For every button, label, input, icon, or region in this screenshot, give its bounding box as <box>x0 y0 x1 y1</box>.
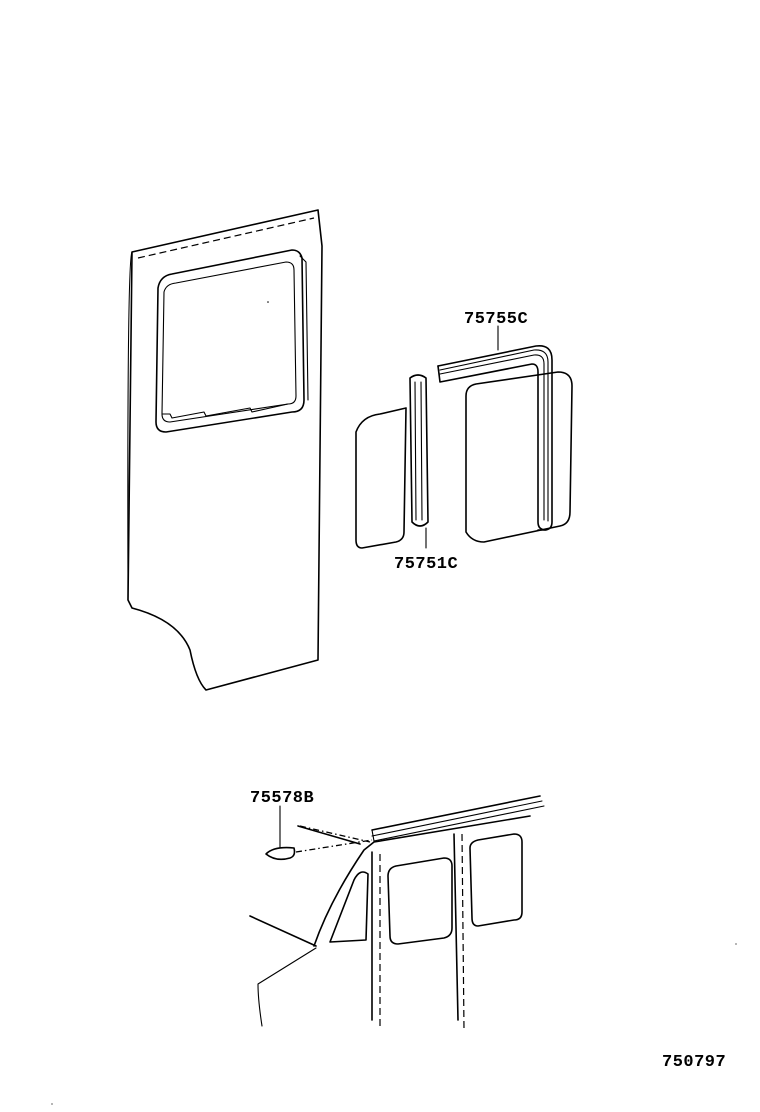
division-bar <box>409 374 429 549</box>
door-panel <box>127 209 323 691</box>
quarter-glass <box>355 407 407 549</box>
callout-75751c: 75751C <box>394 555 458 574</box>
sliding-glass <box>465 371 573 543</box>
callout-75755c: 75755C <box>464 310 528 329</box>
figure-number: 750797 <box>662 1053 726 1072</box>
vehicle-body <box>249 795 545 1031</box>
run-channel-weatherstrip <box>437 325 553 531</box>
callout-75578b: 75578B <box>250 789 314 808</box>
